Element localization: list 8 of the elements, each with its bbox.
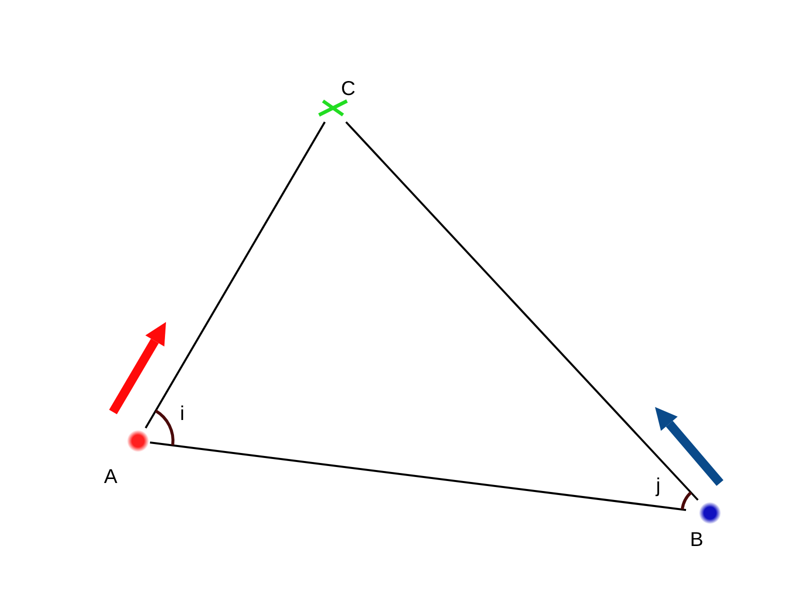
vertex-label: B xyxy=(690,530,704,550)
vertex-label: A xyxy=(104,467,118,487)
triangle-side xyxy=(345,121,699,501)
vertex-label: C xyxy=(341,79,356,99)
angle-label: i xyxy=(180,404,184,424)
triangle-side xyxy=(150,442,686,511)
angle-label: j xyxy=(656,476,660,496)
triangle-side xyxy=(144,122,326,428)
